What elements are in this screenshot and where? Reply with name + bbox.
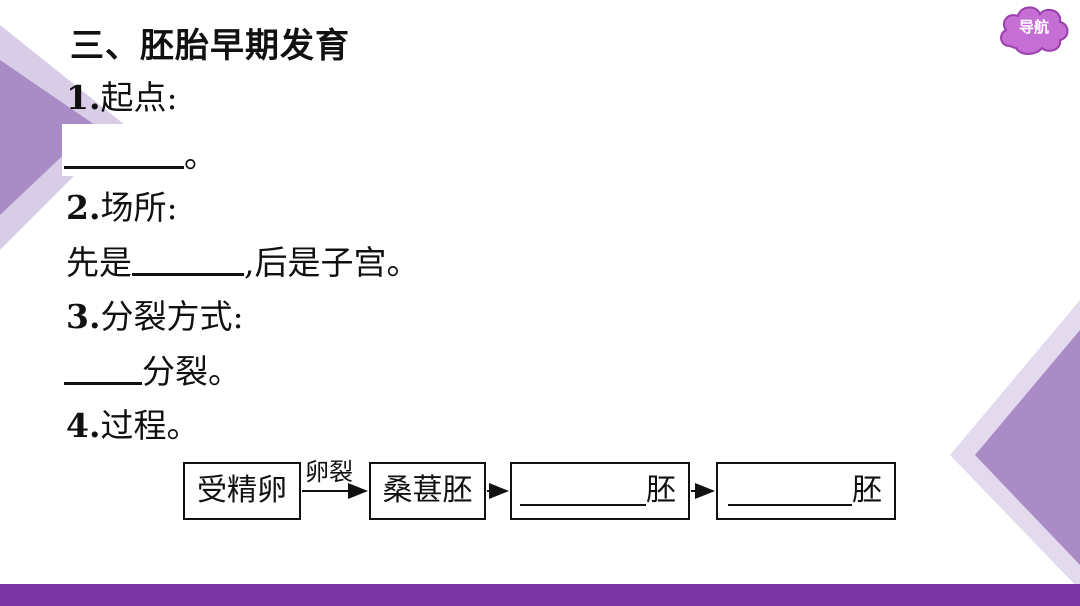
item-3-answer: 分裂。 xyxy=(64,352,241,392)
item-2-answer: 先是,后是子宫。 xyxy=(66,243,420,282)
bottom-bar xyxy=(0,584,1080,606)
flow-box-morula: 桑葚胚 xyxy=(369,462,486,520)
cloud-icon xyxy=(1000,6,1069,55)
item-3-heading: 3.分裂方式: xyxy=(66,297,244,336)
answer-blank xyxy=(520,476,646,506)
answer-blank xyxy=(728,476,852,506)
item-1-answer: 。 xyxy=(64,136,217,176)
answer-blank xyxy=(64,352,142,385)
flow-arrow-label: 卵裂 xyxy=(305,458,353,486)
item-4-heading: 4.过程。 xyxy=(66,406,200,445)
flow-box-blastocyst: 胚 xyxy=(510,462,690,520)
flow-box-gastrula: 胚 xyxy=(716,462,896,520)
answer-blank xyxy=(64,136,184,169)
page-title: 三、胚胎早期发育 xyxy=(70,26,350,66)
item-2-heading: 2.场所: xyxy=(66,188,178,227)
item-1-heading: 1.起点: xyxy=(66,78,178,117)
nav-label: 导航 xyxy=(1018,18,1049,36)
nav-button[interactable]: 导航 xyxy=(996,2,1072,58)
flow-box-zygote: 受精卵 xyxy=(183,462,301,520)
answer-blank xyxy=(132,243,244,276)
